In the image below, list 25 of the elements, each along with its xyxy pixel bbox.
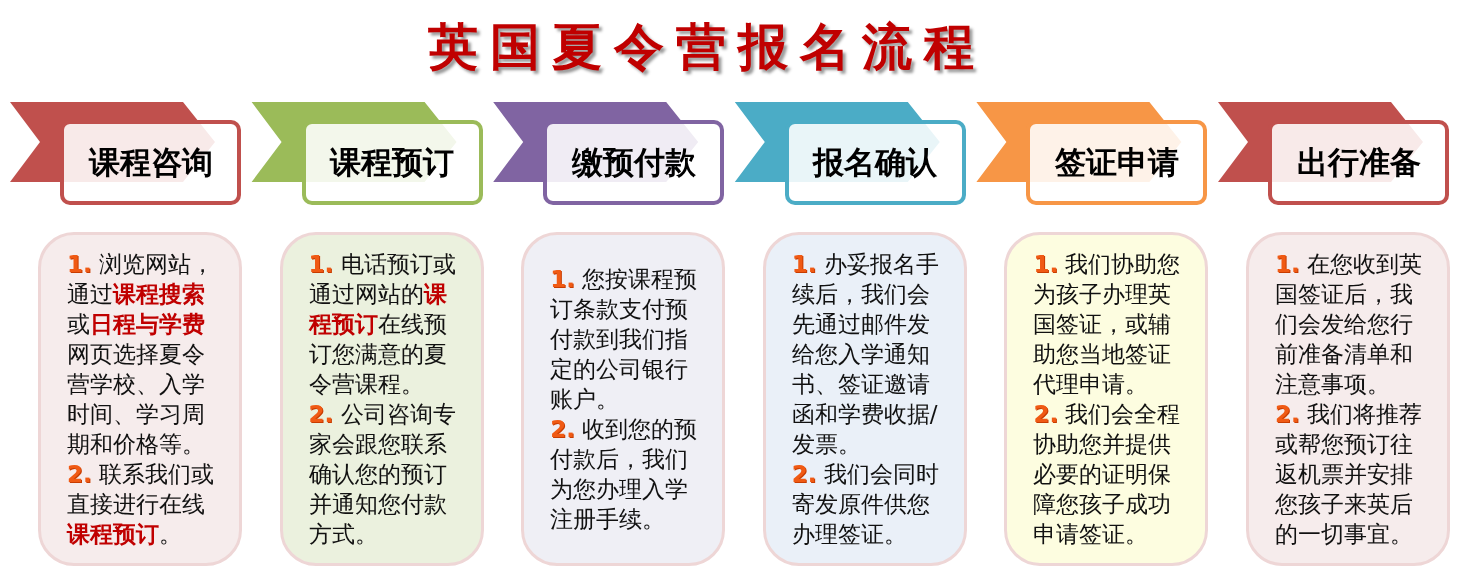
description-card: [762, 232, 967, 566]
step-box: 签证申请: [1026, 120, 1208, 205]
step-description: 2. 公司咨询专家会跟您联系确认您的预订并通知您付款方式。: [308, 400, 457, 549]
step-description: 2. 我们会同时寄发原件供您办理签证。: [791, 460, 940, 549]
step-description: 2. 收到您的预付款后，我们为您办理入学注册手续。: [550, 415, 699, 534]
step-box: 出行准备: [1268, 120, 1449, 205]
step-box: 报名确认: [784, 120, 966, 205]
step-description: 2. 我们会全程协助您并提供必要的证明保障您孩子成功申请签证。: [1033, 400, 1182, 549]
description-card: [279, 232, 484, 566]
step-description: 1. 电话预订或通过网站的课程预订在线预订您满意的夏令营课程。: [308, 250, 457, 399]
step-description: 1. 浏览网站，通过课程搜索或日程与学费网页选择夏令营学校、入学时间、学习周期和价格等。: [67, 250, 216, 459]
step-box: 课程预订: [301, 120, 483, 205]
step-box: 缴预付款: [543, 120, 725, 205]
step-description: 2. 我们将推荐或帮您预订往返机票并安排您孩子来英后的一切事宜。: [1275, 400, 1424, 549]
step-description: 2. 联系我们或直接进行在线课程预订。: [67, 460, 216, 549]
title: 英国夏令营报名流程: [427, 17, 987, 78]
step-box: 课程咨询: [60, 120, 241, 205]
description-card: [1004, 232, 1209, 566]
step-description: 1. 您按课程预订条款支付预付款到我们指定的公司银行账户。: [550, 265, 699, 414]
description-card: [1246, 232, 1450, 566]
description-card: [521, 232, 726, 566]
step-description: 1. 办妥报名手续后，我们会先通过邮件发给您入学通知书、签证邀请函和学费收据/发票。: [791, 250, 940, 459]
step-description: 1. 我们协助您为孩子办理英国签证，或辅助您当地签证代理申请。: [1033, 250, 1182, 399]
step-description: 1. 在您收到英国签证后，我们会发给您行前准备清单和注意事项。: [1275, 250, 1424, 399]
description-card: [38, 232, 242, 566]
